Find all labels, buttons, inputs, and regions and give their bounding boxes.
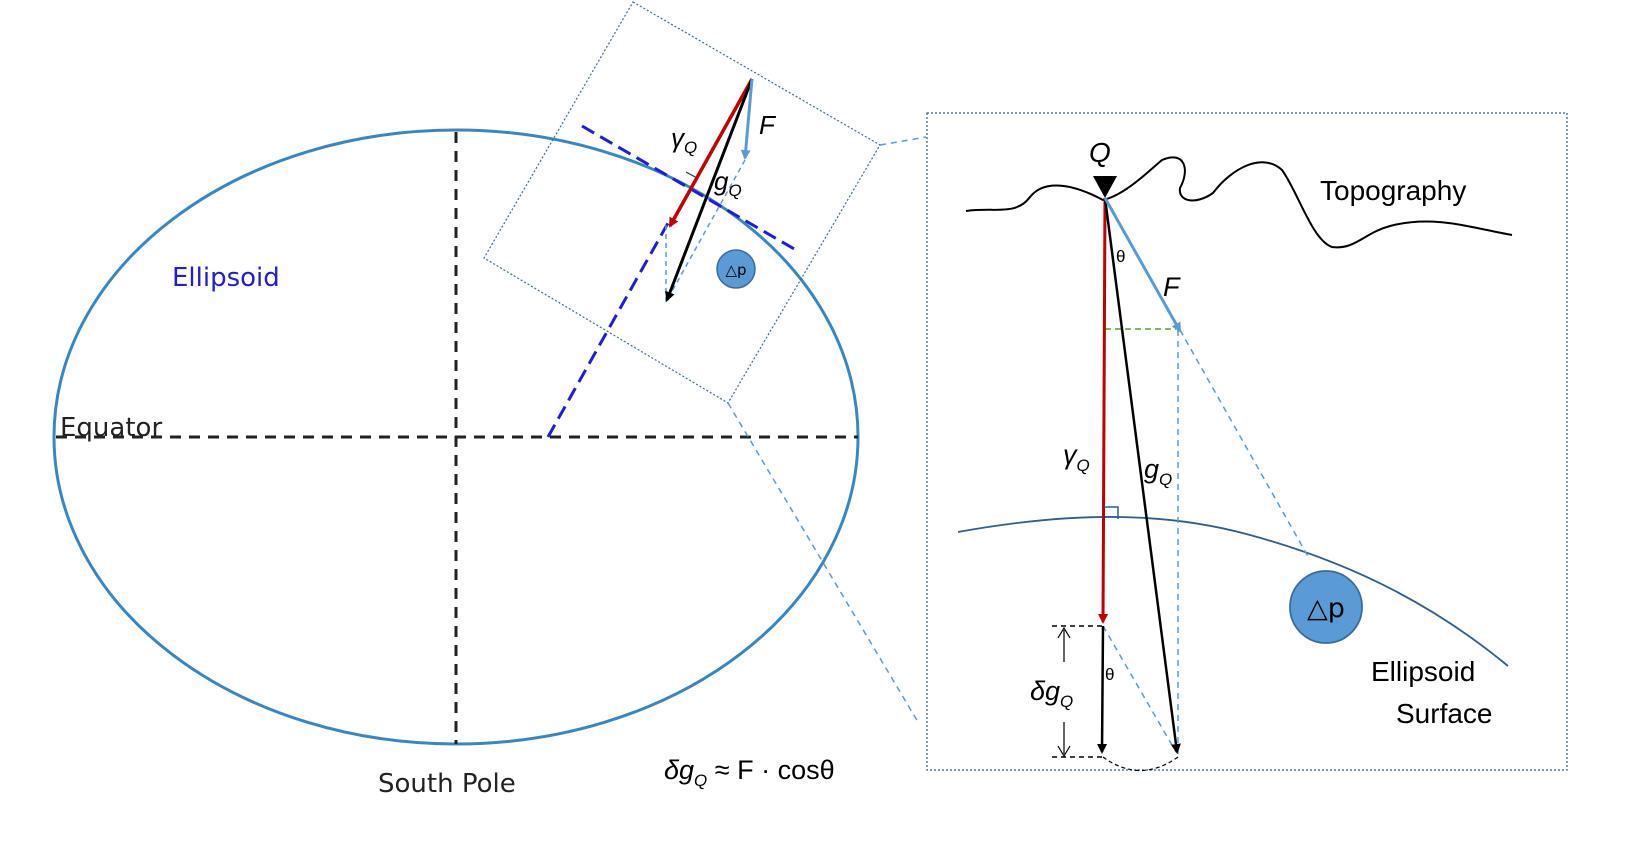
ellipsoid-surface-label-2: Surface [1396,698,1493,729]
gamma-label-small: γQ [671,123,697,157]
topography-line [965,156,1513,249]
svg-text:△p: △p [1307,593,1345,624]
mass-anomaly-small: △p [716,249,756,289]
lower-angle-guide [1102,625,1177,753]
gamma-label: γQ [1063,440,1090,475]
delta-g-label: δgQ [1030,676,1073,711]
zoom-connector-bottom [727,402,919,723]
dim-arrowhead-up [1057,626,1071,639]
normal-line [546,222,670,438]
gamma-continuation [1097,625,1108,754]
g-vector [1103,197,1181,754]
q-label: Q [1089,137,1111,168]
mass-anomaly: △p [1289,570,1363,644]
arc-guide [1102,756,1179,772]
south-pole-label: South Pole [378,769,516,799]
small-guide-2 [665,159,746,303]
ellipsoid-surface-label-1: Ellipsoid [1371,656,1475,687]
ellipsoid-surface-curve [957,516,1509,667]
svg-text:△p: △p [725,261,746,279]
gamma-vector [1098,197,1109,624]
right-angle-mark [1104,506,1119,519]
zoom-connector-top [879,136,927,146]
f-label-small: F [759,110,777,140]
f-vector [1103,197,1182,333]
ellipsoid-label: Ellipsoid [172,263,280,293]
zoom-frame [926,112,1568,771]
zoom-panel: Topography Q Ellipsoid Surface θ θ F γQ … [926,112,1568,772]
gamma-vector-small [668,78,754,228]
left-ellipsoid-panel: Ellipsoid Equator South Pole γQ gQ F △p [52,1,881,799]
f-vector-small [740,78,754,160]
g-vector-small [665,78,754,302]
dim-arrowhead-down [1057,745,1071,758]
formula: δgQ ≈ F · cosθ [664,755,835,790]
f-label: F [1163,272,1181,302]
topography-label: Topography [1320,175,1466,206]
g-label: gQ [1144,454,1172,489]
f-extension-guide [1179,329,1311,561]
equator-label: Equator [60,413,162,443]
theta-bottom-label: θ [1105,665,1114,684]
g-label-small: gQ [714,166,742,200]
theta-top-label: θ [1116,247,1125,266]
station-marker [1093,176,1117,198]
